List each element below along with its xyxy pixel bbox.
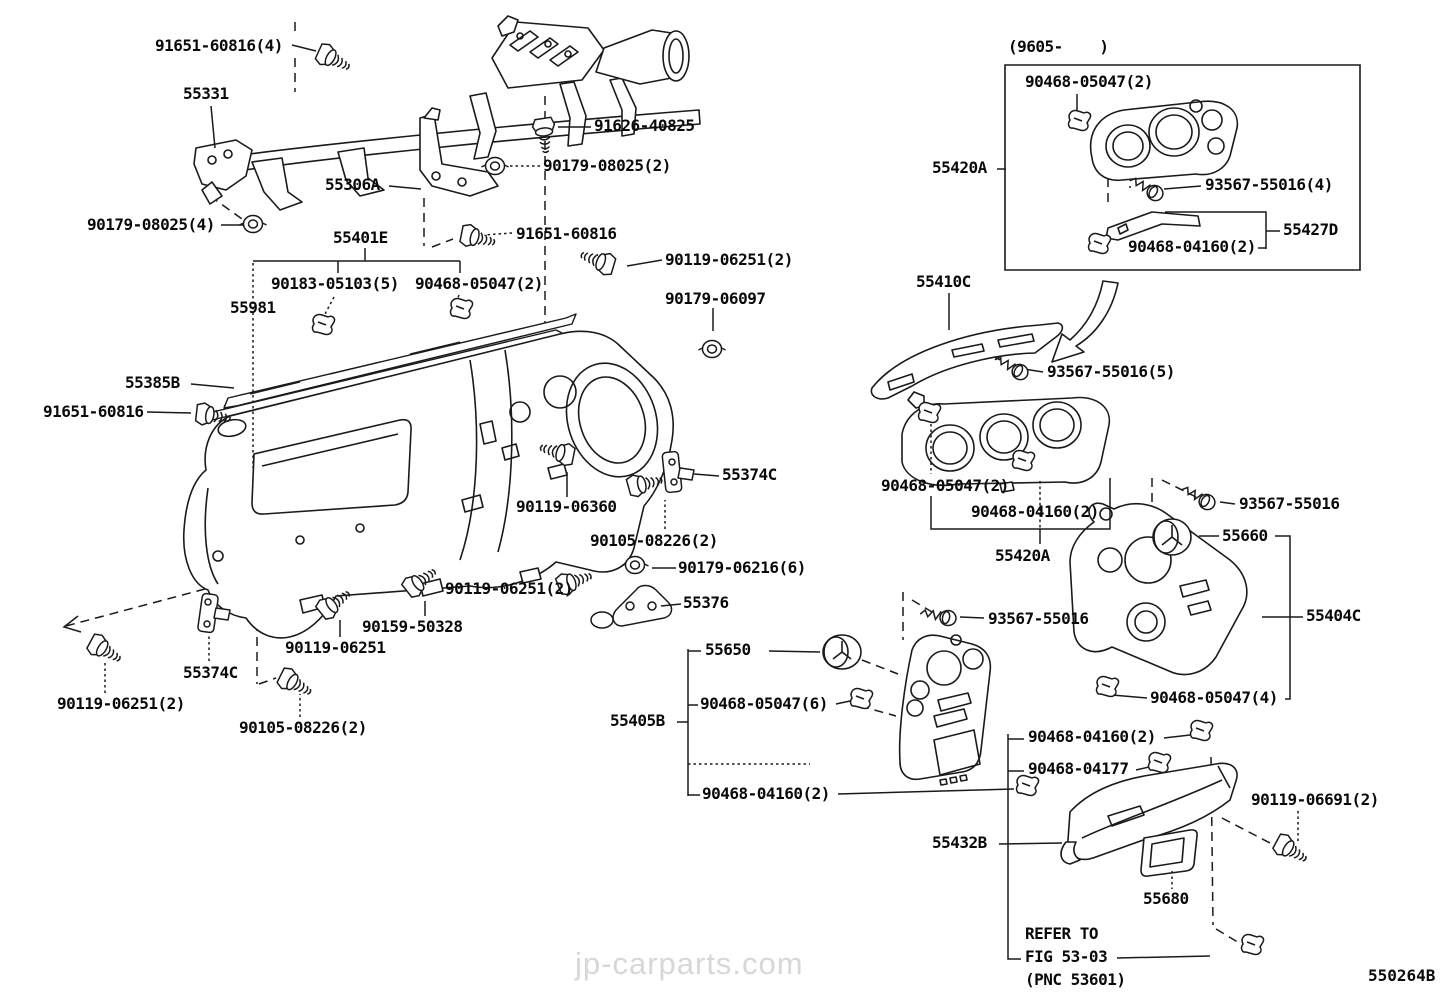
callout-90468-05047-4: 90468-05047(4) [1150, 688, 1278, 707]
inset-box-9605 [1005, 65, 1360, 270]
callout-55374c-b: 55374C [183, 663, 238, 682]
art-panel-55432b [1061, 763, 1237, 864]
callout-90468-05047-2-c: 90468-05047(2) [881, 476, 1009, 495]
callout-55376: 55376 [683, 593, 729, 612]
art-instrument-panel [184, 331, 673, 638]
callout-90468-05047-2-a: 90468-05047(2) [415, 274, 543, 293]
callout-90179-08025-4: 90179-08025(4) [87, 215, 215, 234]
callout-90468-04160-2-b: 90468-04160(2) [1128, 237, 1256, 256]
callout-90468-04177: 90468-04177 [1028, 759, 1129, 778]
watermark: jp-carparts.com [575, 946, 804, 981]
art-defroster-trim-strips [196, 314, 576, 422]
callout-91651-60816-b: 91651-60816 [516, 224, 617, 243]
callout-93567-55016-a: 93567-55016 [988, 609, 1089, 628]
callout-93567-55016-b: 93567-55016 [1239, 494, 1340, 513]
callout-90119-06251-2-a: 90119-06251(2) [665, 250, 793, 269]
callout-55420a-b: 55420A [995, 546, 1050, 565]
art-cluster-panel-55420a [902, 392, 1109, 492]
callout-90468-05047-6: 90468-05047(6) [700, 694, 828, 713]
callout-55404c: 55404C [1306, 606, 1361, 625]
callout-90105-08226-2-a: 90105-08226(2) [590, 531, 718, 550]
callout-55420a-a: 55420A [932, 158, 987, 177]
callout-90179-06097: 90179-06097 [665, 289, 766, 308]
note-refer-line2: FIG 53-03 [1025, 947, 1108, 966]
callout-55410c: 55410C [916, 272, 971, 291]
callout-93567-55016-5: 93567-55016(5) [1047, 362, 1175, 381]
callout-90179-06216-6: 90179-06216(6) [678, 558, 806, 577]
callout-90105-08226-2-b: 90105-08226(2) [239, 718, 367, 737]
figure-code: 550264B [1368, 966, 1436, 985]
callout-91626-40825: 91626-40825 [594, 116, 695, 135]
callout-90468-04160-2-a: 90468-04160(2) [702, 784, 830, 803]
note-refer-line3: (PNC 53601) [1025, 970, 1126, 989]
callout-90179-08025-2: 90179-08025(2) [543, 156, 671, 175]
callout-90159-50328: 90159-50328 [362, 617, 463, 636]
callout-90119-06251-2-c: 90119-06251(2) [57, 694, 185, 713]
art-panel-55405b [823, 635, 990, 785]
callout-55374c-a: 55374C [722, 465, 777, 484]
callout-55385b: 55385B [125, 373, 180, 392]
art-garnish-55410c [871, 323, 1062, 399]
callout-period-note: (9605- ) [1008, 37, 1109, 56]
art-small-brackets [197, 451, 694, 633]
art-inset-cluster-panel [1091, 100, 1238, 240]
art-panel-55404c [1070, 503, 1247, 674]
leader-lines-dotted [105, 166, 1298, 889]
callout-55432b: 55432B [932, 833, 987, 852]
art-bracket-55306a [420, 108, 498, 196]
dashed-arrowhead [64, 616, 81, 632]
callout-90119-06691-2: 90119-06691(2) [1251, 790, 1379, 809]
callout-55405b: 55405B [610, 711, 665, 730]
callout-90468-04160-2-d: 90468-04160(2) [1028, 727, 1156, 746]
callout-90468-04160-2-c: 90468-04160(2) [971, 502, 1099, 521]
leader-lines [147, 45, 1303, 959]
callout-55981: 55981 [230, 298, 276, 317]
note-refer-line1: REFER TO [1025, 924, 1099, 943]
callout-55680: 55680 [1143, 889, 1189, 908]
art-box-55680 [1141, 830, 1197, 876]
callout-55331: 55331 [183, 84, 229, 103]
callout-90119-06360: 90119-06360 [516, 497, 617, 516]
callout-93567-55016-4: 93567-55016(4) [1205, 175, 1333, 194]
callout-91651-60816-c: 91651-60816 [43, 402, 144, 421]
art-top-bracket-assembly [492, 16, 689, 88]
callout-90119-06251: 90119-06251 [285, 638, 386, 657]
callout-55650: 55650 [705, 640, 751, 659]
callout-55401e: 55401E [333, 228, 388, 247]
callout-90183-05103-5: 90183-05103(5) [271, 274, 399, 293]
callout-55427d: 55427D [1283, 220, 1338, 239]
callout-55306a: 55306A [325, 175, 380, 194]
callout-90119-06251-2-b: 90119-06251(2) [445, 579, 573, 598]
callout-90468-05047-2-b: 90468-05047(2) [1025, 72, 1153, 91]
art-knob-55660 [1153, 519, 1191, 555]
callout-91651-60816-4: 91651-60816(4) [155, 36, 283, 55]
direction-arrow [1052, 281, 1118, 362]
callout-55660: 55660 [1222, 526, 1268, 545]
